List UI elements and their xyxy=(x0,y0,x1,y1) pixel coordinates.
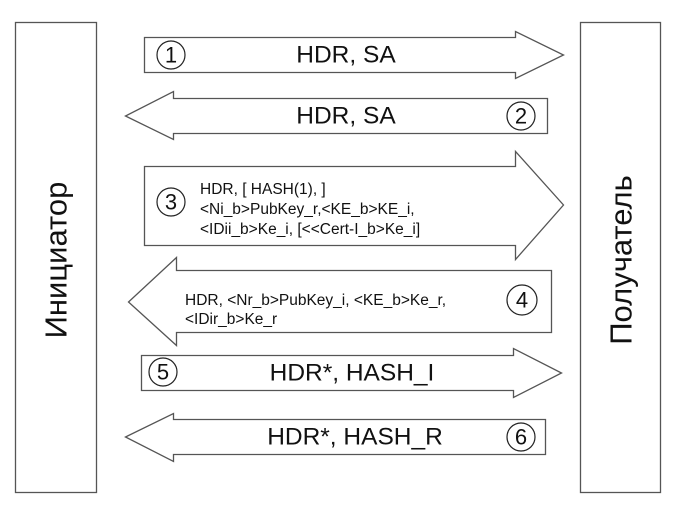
message-text-line: HDR, [ HASH(1), ] xyxy=(200,181,326,198)
left-arrow-shape xyxy=(127,256,553,347)
step-number: 3 xyxy=(165,190,177,215)
right-arrow-shape xyxy=(143,149,565,262)
step-badge xyxy=(506,284,538,316)
step-badge xyxy=(156,40,186,70)
message-6: 6 HDR*, HASH_R xyxy=(124,412,547,463)
step-badge xyxy=(148,357,178,387)
message-2: 2 HDR, SA xyxy=(124,90,549,141)
step-number: 6 xyxy=(515,425,527,450)
step-badge xyxy=(506,101,536,131)
message-text-line: <Ni_b>PubKey_r,<KE_b>KE_i, xyxy=(200,201,415,218)
responder-box xyxy=(579,21,662,494)
initiator-box xyxy=(14,21,98,494)
right-arrow-shape xyxy=(143,30,565,80)
initiator-label: Инициатор xyxy=(39,182,74,339)
message-text: HDR, SA xyxy=(296,42,396,69)
left-arrow-shape xyxy=(124,412,547,463)
responder-label: Получатель xyxy=(604,175,639,344)
left-arrow-shape xyxy=(124,90,549,141)
responder-party: Получатель xyxy=(579,21,662,494)
step-number: 2 xyxy=(515,104,527,129)
step-number: 1 xyxy=(165,43,177,68)
message-1: 1 HDR, SA xyxy=(143,30,565,80)
step-number: 4 xyxy=(516,288,528,313)
message-text-line: <IDir_b>Ke_r xyxy=(185,311,277,328)
step-badge xyxy=(506,422,536,452)
message-5: 5 HDR*, HASH_I xyxy=(140,347,563,399)
message-4: 4 HDR, <Nr_b>PubKey_i, <KE_b>Ke_r, <IDir… xyxy=(127,256,553,347)
message-3: 3 HDR, [ HASH(1), ] <Ni_b>PubKey_r,<KE_b… xyxy=(143,149,565,262)
message-text-line: HDR, <Nr_b>PubKey_i, <KE_b>Ke_r, xyxy=(185,292,446,309)
message-text: HDR*, HASH_R xyxy=(267,424,443,451)
step-badge xyxy=(156,187,186,217)
message-text: HDR, SA xyxy=(296,103,396,130)
initiator-party: Инициатор xyxy=(14,21,98,494)
step-number: 5 xyxy=(157,360,169,385)
right-arrow-shape xyxy=(140,347,563,399)
message-text: HDR*, HASH_I xyxy=(270,360,435,387)
message-text-line: <IDii_b>Ke_i, [<<Cert-I_b>Ke_i] xyxy=(200,221,420,238)
